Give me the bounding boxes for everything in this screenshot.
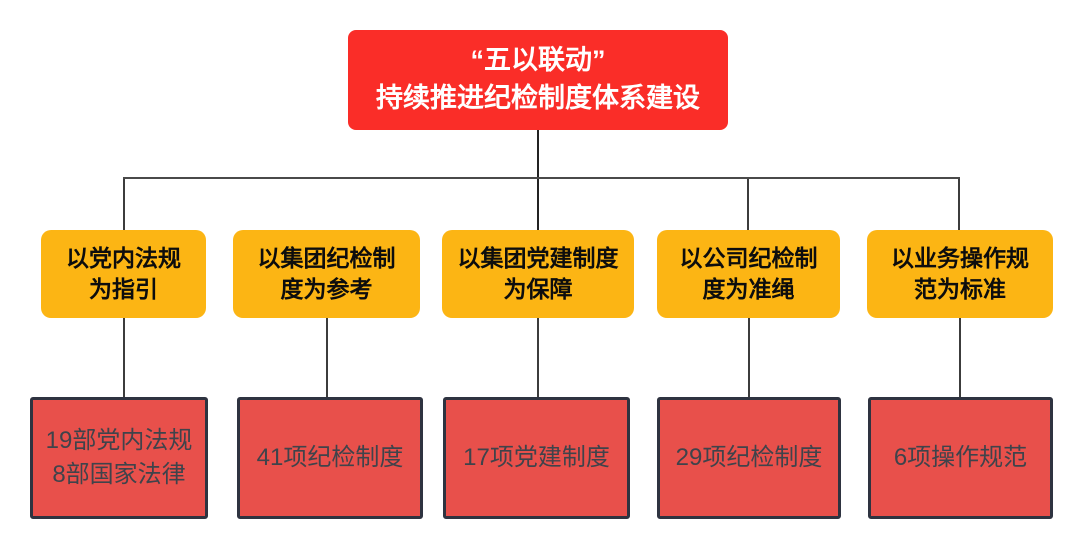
connector-drop-branch-1 [123,179,125,230]
category-node-group-party-building: 以集团党建制度 为保障 [442,230,634,318]
connector-drop-branch-3 [537,179,539,230]
result-node-group-discipline: 41项纪检制度 [237,397,423,519]
result-node-company-discipline: 29项纪检制度 [657,397,841,519]
connector-drop-branch-4 [747,179,749,230]
connector-mid-branch-2 [326,318,328,397]
connector-mid-branch-3 [537,318,539,397]
result-node-group-party-building: 17项党建制度 [443,397,630,519]
category-node-company-discipline: 以公司纪检制 度为准绳 [657,230,840,318]
connector-horizontal-bar [123,177,960,179]
result-node-party-regulations: 19部党内法规 8部国家法律 [30,397,208,519]
connector-mid-branch-1 [123,318,125,397]
category-node-party-regulations: 以党内法规 为指引 [41,230,206,318]
root-node: “五以联动” 持续推进纪检制度体系建设 [348,30,728,130]
result-node-business-operation: 6项操作规范 [868,397,1053,519]
connector-mid-branch-4 [748,318,750,397]
connector-mid-branch-5 [959,318,961,397]
category-node-business-operation: 以业务操作规 范为标准 [867,230,1053,318]
category-node-group-discipline: 以集团纪检制 度为参考 [233,230,420,318]
connector-drop-branch-5 [958,179,960,230]
connector-root-stub [537,130,539,177]
